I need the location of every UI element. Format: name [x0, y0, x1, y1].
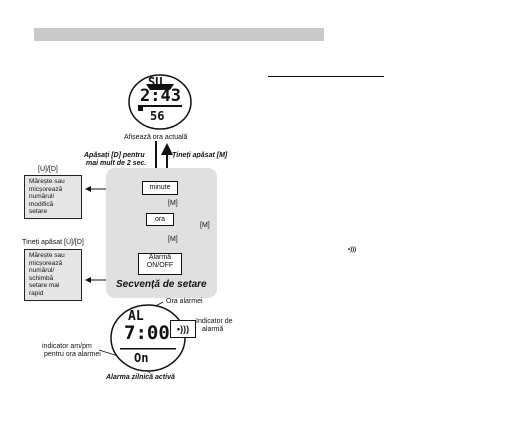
small-alarm-icon: •)))	[348, 247, 357, 253]
label-alarm-time: Ora alarmei	[166, 298, 203, 305]
side-box-1-line: numărul/	[29, 193, 55, 200]
side-box-2-line: setare mai	[29, 282, 60, 289]
side-box-2-line: micșorează	[29, 259, 63, 267]
side-box-2-line: schimbă	[29, 274, 54, 282]
step-minute: minute	[142, 181, 178, 195]
watch-top-time: 2:43	[140, 86, 181, 106]
watch-display-current-time	[128, 74, 192, 130]
arrow-label-m-3: [M]	[200, 222, 210, 229]
label-alarm-indicator-2: alarmă	[202, 326, 224, 333]
step-alarm-line-1: Alarmă	[148, 254, 172, 261]
watch-top-day: SU	[148, 75, 163, 89]
arrow-label-m-1: [M]	[168, 200, 178, 207]
label-ampm-2: pentru ora alarmei	[44, 351, 101, 358]
sequence-title: Secvență de setare	[116, 279, 207, 290]
watch-display-alarm	[110, 304, 186, 372]
side-box-1-line: micșorează	[29, 185, 63, 193]
side-box-2-line: Mărește sau	[29, 252, 65, 259]
label-alarm-indicator-1: Indicator de	[196, 318, 233, 325]
caption-shows-time: Afișează ora actuală	[124, 134, 188, 141]
watch-bottom-time: 7:00	[124, 322, 170, 344]
watch-bottom-mode: AL	[128, 309, 144, 324]
side-box-2-line: rapid	[29, 289, 44, 297]
arrow-label-m-2: [M]	[168, 236, 178, 243]
watch-top-seconds: 56	[150, 109, 165, 123]
label-hold-ud: Țineți apăsat [U]/[D]	[22, 239, 84, 246]
side-box-fast-adjust: Mărește sau micșorează numărul/ schimbă …	[24, 249, 82, 301]
right-column-rule	[268, 76, 384, 77]
instruction-press-d-2: mai mult de 2 sec.	[86, 160, 147, 167]
step-alarm-on-off: Alarmă ON/OFF	[138, 253, 182, 275]
label-ampm-1: indicator am/pm	[42, 343, 92, 350]
instruction-hold-m: Țineți apăsat [M]	[172, 152, 228, 159]
side-box-1-line: modifică	[29, 200, 54, 208]
side-box-adjust: Mărește sau micșorează numărul/ modifică…	[24, 175, 82, 219]
side-box-1-line: setare	[29, 208, 48, 215]
watch-bottom-status: On	[134, 351, 149, 365]
label-daily-alarm: Alarma zilnică activă	[106, 374, 175, 381]
section-header-bar	[34, 28, 324, 41]
side-box-2-line: numărul/	[29, 267, 55, 274]
step-alarm-line-2: ON/OFF	[146, 262, 174, 269]
side-box-1-line: Mărește sau	[29, 178, 65, 185]
instruction-press-d: Apăsați [D] pentru	[84, 152, 145, 159]
label-ud: [U]/[D]	[38, 166, 58, 173]
step-hour: ora	[146, 213, 174, 226]
alarm-bell-icon: •)))	[170, 320, 196, 338]
